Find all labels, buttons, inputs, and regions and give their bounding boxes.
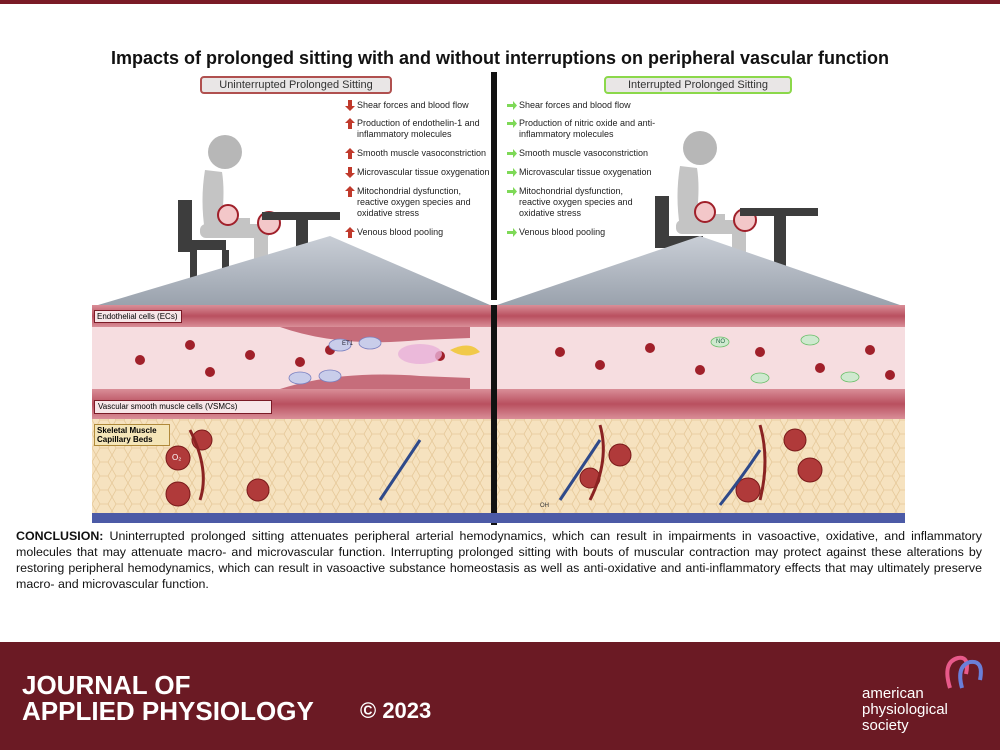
- effect-item: Smooth muscle vasoconstriction: [345, 148, 495, 159]
- oh-label: OH: [540, 503, 549, 509]
- vascular-illustration: [92, 131, 905, 525]
- conclusion-heading: CONCLUSION:: [16, 529, 104, 543]
- capillary-beds-label: Skeletal Muscle Capillary Beds: [94, 424, 170, 446]
- up-arrow-icon: [345, 118, 355, 129]
- effect-item: Microvascular tissue oxygenation: [507, 167, 657, 178]
- society-name-line3: society: [862, 717, 909, 734]
- right-arrow-icon: [507, 149, 517, 158]
- right-capillary-bed: [497, 419, 905, 517]
- right-zoom-triangle: [497, 236, 900, 305]
- journal-name: JOURNAL OF APPLIED PHYSIOLOGY: [22, 672, 314, 724]
- effect-item: Shear forces and blood flow: [507, 100, 657, 111]
- uninterrupted-effects-list: Shear forces and blood flow Production o…: [345, 100, 495, 238]
- panel-divider: [491, 72, 497, 300]
- effect-item: Venous blood pooling: [507, 227, 657, 238]
- o2-label: O₂: [172, 453, 182, 462]
- down-arrow-icon: [345, 100, 355, 111]
- right-arrow-icon: [507, 228, 517, 237]
- right-arrow-icon: [507, 119, 517, 128]
- figure-title: Impacts of prolonged sitting with and wi…: [110, 48, 890, 68]
- effect-item: Venous blood pooling: [345, 227, 495, 238]
- right-arrow-icon: [507, 101, 517, 110]
- effect-item: Mitochondrial dysfunction, reactive oxyg…: [345, 186, 495, 219]
- copyright: © 2023: [360, 698, 432, 723]
- journal-name-line2: APPLIED PHYSIOLOGY: [22, 696, 314, 726]
- effect-item: Mitochondrial dysfunction, reactive oxyg…: [507, 186, 657, 219]
- endothelial-cells-label: Endothelial cells (ECs): [94, 310, 182, 323]
- up-arrow-icon: [345, 227, 355, 238]
- society-name-line2: physiological: [862, 701, 948, 718]
- o2-bubbles: [165, 428, 823, 507]
- aps-logo-icon: [945, 655, 983, 689]
- left-zoom-triangle: [98, 236, 490, 305]
- up-arrow-icon: [345, 148, 355, 159]
- vsmc-label: Vascular smooth muscle cells (VSMCs): [94, 400, 272, 414]
- conclusion-body: Uninterrupted prolonged sitting attenuat…: [16, 529, 982, 591]
- right-arrow-icon: [507, 187, 517, 196]
- interrupted-effects-list: Shear forces and blood flow Production o…: [507, 100, 657, 238]
- effect-item: Smooth muscle vasoconstriction: [507, 148, 657, 159]
- uninterrupted-sitting-label: Uninterrupted Prolonged Sitting: [200, 76, 392, 94]
- top-accent-bar: [0, 0, 1000, 4]
- conclusion-paragraph: CONCLUSION: Uninterrupted prolonged sitt…: [16, 528, 982, 592]
- up-arrow-icon: [345, 186, 355, 197]
- no-label: NO: [716, 339, 725, 345]
- society-name: american physiological society: [862, 686, 948, 734]
- effect-item: Production of endothelin-1 and inflammat…: [345, 118, 495, 140]
- journal-footer: JOURNAL OF APPLIED PHYSIOLOGY © 2023 ame…: [0, 642, 1000, 750]
- effect-item: Microvascular tissue oxygenation: [345, 167, 495, 178]
- interrupted-sitting-label: Interrupted Prolonged Sitting: [604, 76, 792, 94]
- effect-item: Shear forces and blood flow: [345, 100, 495, 111]
- et1-label: ET1: [342, 341, 354, 347]
- artery-cross-section: [92, 305, 905, 419]
- journal-name-line1: JOURNAL OF: [22, 670, 191, 700]
- right-arrow-icon: [507, 168, 517, 177]
- society-name-line1: american: [862, 685, 924, 702]
- down-arrow-icon: [345, 167, 355, 178]
- effect-item: Production of nitric oxide and anti-infl…: [507, 118, 657, 140]
